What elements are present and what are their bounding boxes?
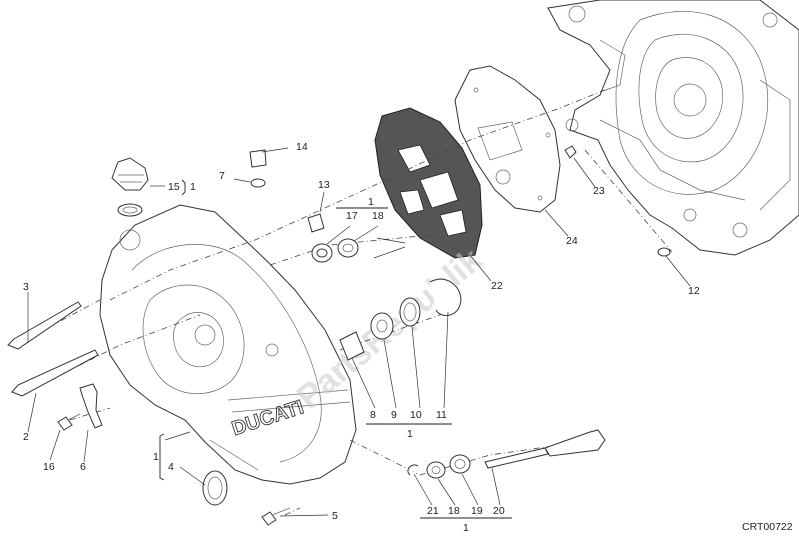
callout-5: 5 xyxy=(332,510,338,522)
callout-10: 10 xyxy=(410,409,422,421)
leader-lines xyxy=(27,147,691,517)
clutch-cover: DUCATI xyxy=(99,204,357,485)
callout-17: 17 xyxy=(346,210,358,222)
callout-1-seal-group: 1 xyxy=(407,428,413,440)
group-brackets xyxy=(159,179,512,519)
callout-24: 24 xyxy=(566,235,578,247)
callout-21: 21 xyxy=(427,505,439,517)
callout-2: 2 xyxy=(23,431,29,443)
callout-13: 13 xyxy=(318,179,330,191)
drawing-code: CRT00722 xyxy=(742,521,793,533)
callout-22: 22 xyxy=(491,280,503,292)
callout-15: 15 xyxy=(168,181,180,193)
callout-11: 11 xyxy=(436,409,447,421)
callout-18-lower: 18 xyxy=(448,505,460,517)
callout-14: 14 xyxy=(296,141,308,153)
callout-6: 6 xyxy=(80,461,86,473)
callout-7: 7 xyxy=(219,170,225,182)
callout-19: 19 xyxy=(471,505,483,517)
callout-3: 3 xyxy=(23,281,29,293)
crankcase-half xyxy=(547,0,799,256)
callout-1-cap: 1 xyxy=(190,181,196,193)
callout-1-cover: 1 xyxy=(153,451,159,463)
callout-12: 12 xyxy=(688,285,700,297)
small-parts xyxy=(7,145,671,526)
callout-8: 8 xyxy=(370,409,376,421)
callout-1-lever-group: 1 xyxy=(463,522,469,534)
callout-20: 20 xyxy=(493,505,505,517)
callout-4: 4 xyxy=(168,461,174,473)
callout-23: 23 xyxy=(593,185,605,197)
gasket-24 xyxy=(454,65,561,213)
callout-9: 9 xyxy=(391,409,397,421)
plate-22 xyxy=(374,107,483,259)
callout-labels: 15 1 14 7 13 1 17 18 22 23 24 12 3 2 16 … xyxy=(23,141,700,534)
callout-16: 16 xyxy=(43,461,55,473)
callout-18-upper: 18 xyxy=(372,210,384,222)
callout-1-upper: 1 xyxy=(368,196,374,208)
